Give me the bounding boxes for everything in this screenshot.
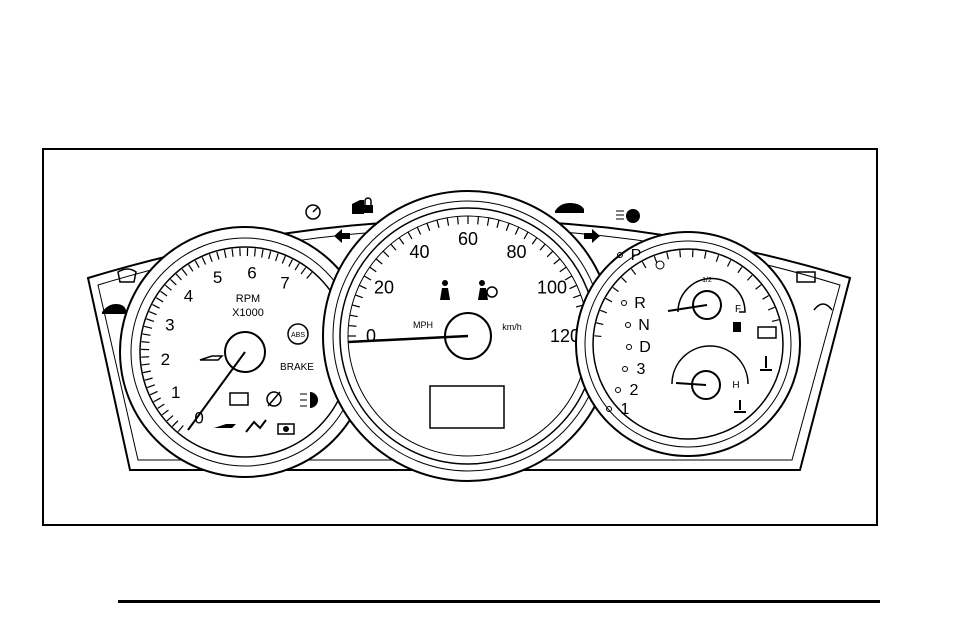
tachometer-numeral: 1: [171, 383, 180, 402]
tachometer-numeral: 6: [247, 263, 256, 282]
security-icon: [363, 197, 373, 213]
speedometer-numeral: 40: [409, 242, 429, 262]
fog-lamp-icon: [616, 209, 640, 223]
speedometer-numeral: 20: [374, 278, 394, 298]
speedometer-numeral: 120: [550, 326, 580, 346]
seatbelt-icon: [440, 280, 450, 300]
temp-gauge-icon: [734, 400, 746, 413]
page-bottom-rule: [118, 600, 880, 603]
fuel-gauge-arc: [677, 277, 746, 313]
coolant-temp-icon: [760, 356, 772, 371]
transmission-position: P: [631, 247, 642, 264]
abs-label: ABS: [291, 332, 305, 339]
transmission-position: N: [638, 317, 650, 334]
transmission-position: 1: [621, 401, 630, 418]
speedometer: 0 20 40 60 80 100 120 MPH km/h: [322, 190, 614, 482]
brake-label: BRAKE: [280, 362, 314, 373]
turn-right-icon: [584, 229, 600, 243]
stabilitrak-icon: [245, 419, 267, 433]
tachometer-numeral: 7: [280, 274, 289, 293]
speedometer-numeral: 0: [366, 326, 376, 346]
low-coolant-icon: [277, 423, 295, 435]
turn-left-icon: [334, 229, 350, 243]
transmission-position: 2: [630, 382, 639, 399]
temp-gauge-arc: [671, 345, 749, 385]
kmh-label: km/h: [502, 322, 522, 332]
wiper-icon: [813, 303, 833, 311]
tachometer-numeral: 3: [165, 316, 174, 335]
washer-fluid-icon: [796, 271, 816, 283]
tire-pressure-icon: [117, 268, 137, 283]
trunk-ajar-icon: [555, 203, 584, 213]
fuel-icon: [733, 322, 741, 332]
fuel-gauge-needle: [667, 304, 708, 312]
fuel-temp-pod: 1/2 F H P RND 3 21: [575, 231, 801, 457]
transmission-position: D: [639, 339, 651, 356]
tachometer-ticks: [141, 248, 313, 433]
tachometer-numeral: 4: [184, 286, 193, 305]
odometer-display: [429, 385, 505, 429]
temp-hot-label: H: [732, 380, 739, 391]
speedometer-numeral: 80: [506, 242, 526, 262]
low-oil-icon: [214, 424, 236, 428]
transmission-position-indicator: P RND 3 21: [606, 247, 651, 418]
high-beam-icon: [300, 392, 318, 408]
abs-warning-icon: [287, 323, 309, 345]
transmission-position: 3: [637, 361, 646, 378]
traction-off-icon: [266, 391, 282, 407]
cruise-icon: [305, 204, 321, 220]
service-vehicle-icon: [102, 304, 126, 314]
door-ajar-icon: [352, 200, 364, 214]
oil-pressure-icon: [199, 355, 224, 361]
tachometer-numeral: 5: [213, 268, 222, 287]
tachometer-rpm-label: RPM: [236, 293, 260, 305]
airbag-icon: [478, 280, 498, 300]
tachometer-multiplier-label: X1000: [232, 307, 264, 319]
speedometer-needle: [347, 334, 469, 344]
tachometer-numeral: 0: [194, 409, 203, 428]
fuel-full-label: F: [735, 304, 741, 315]
battery-icon: [757, 326, 777, 339]
tachometer-numeral: 2: [161, 350, 170, 369]
mph-label: MPH: [413, 320, 433, 330]
tachometer-needle: [187, 351, 246, 431]
speedometer-numeral: 100: [537, 278, 567, 298]
speedometer-numeral: 60: [458, 229, 478, 249]
temp-gauge-needle: [675, 382, 707, 386]
pod-ticks: [594, 250, 779, 338]
check-engine-icon: [229, 392, 249, 406]
transmission-position: R: [634, 295, 646, 312]
fuel-half-label: 1/2: [702, 277, 712, 284]
